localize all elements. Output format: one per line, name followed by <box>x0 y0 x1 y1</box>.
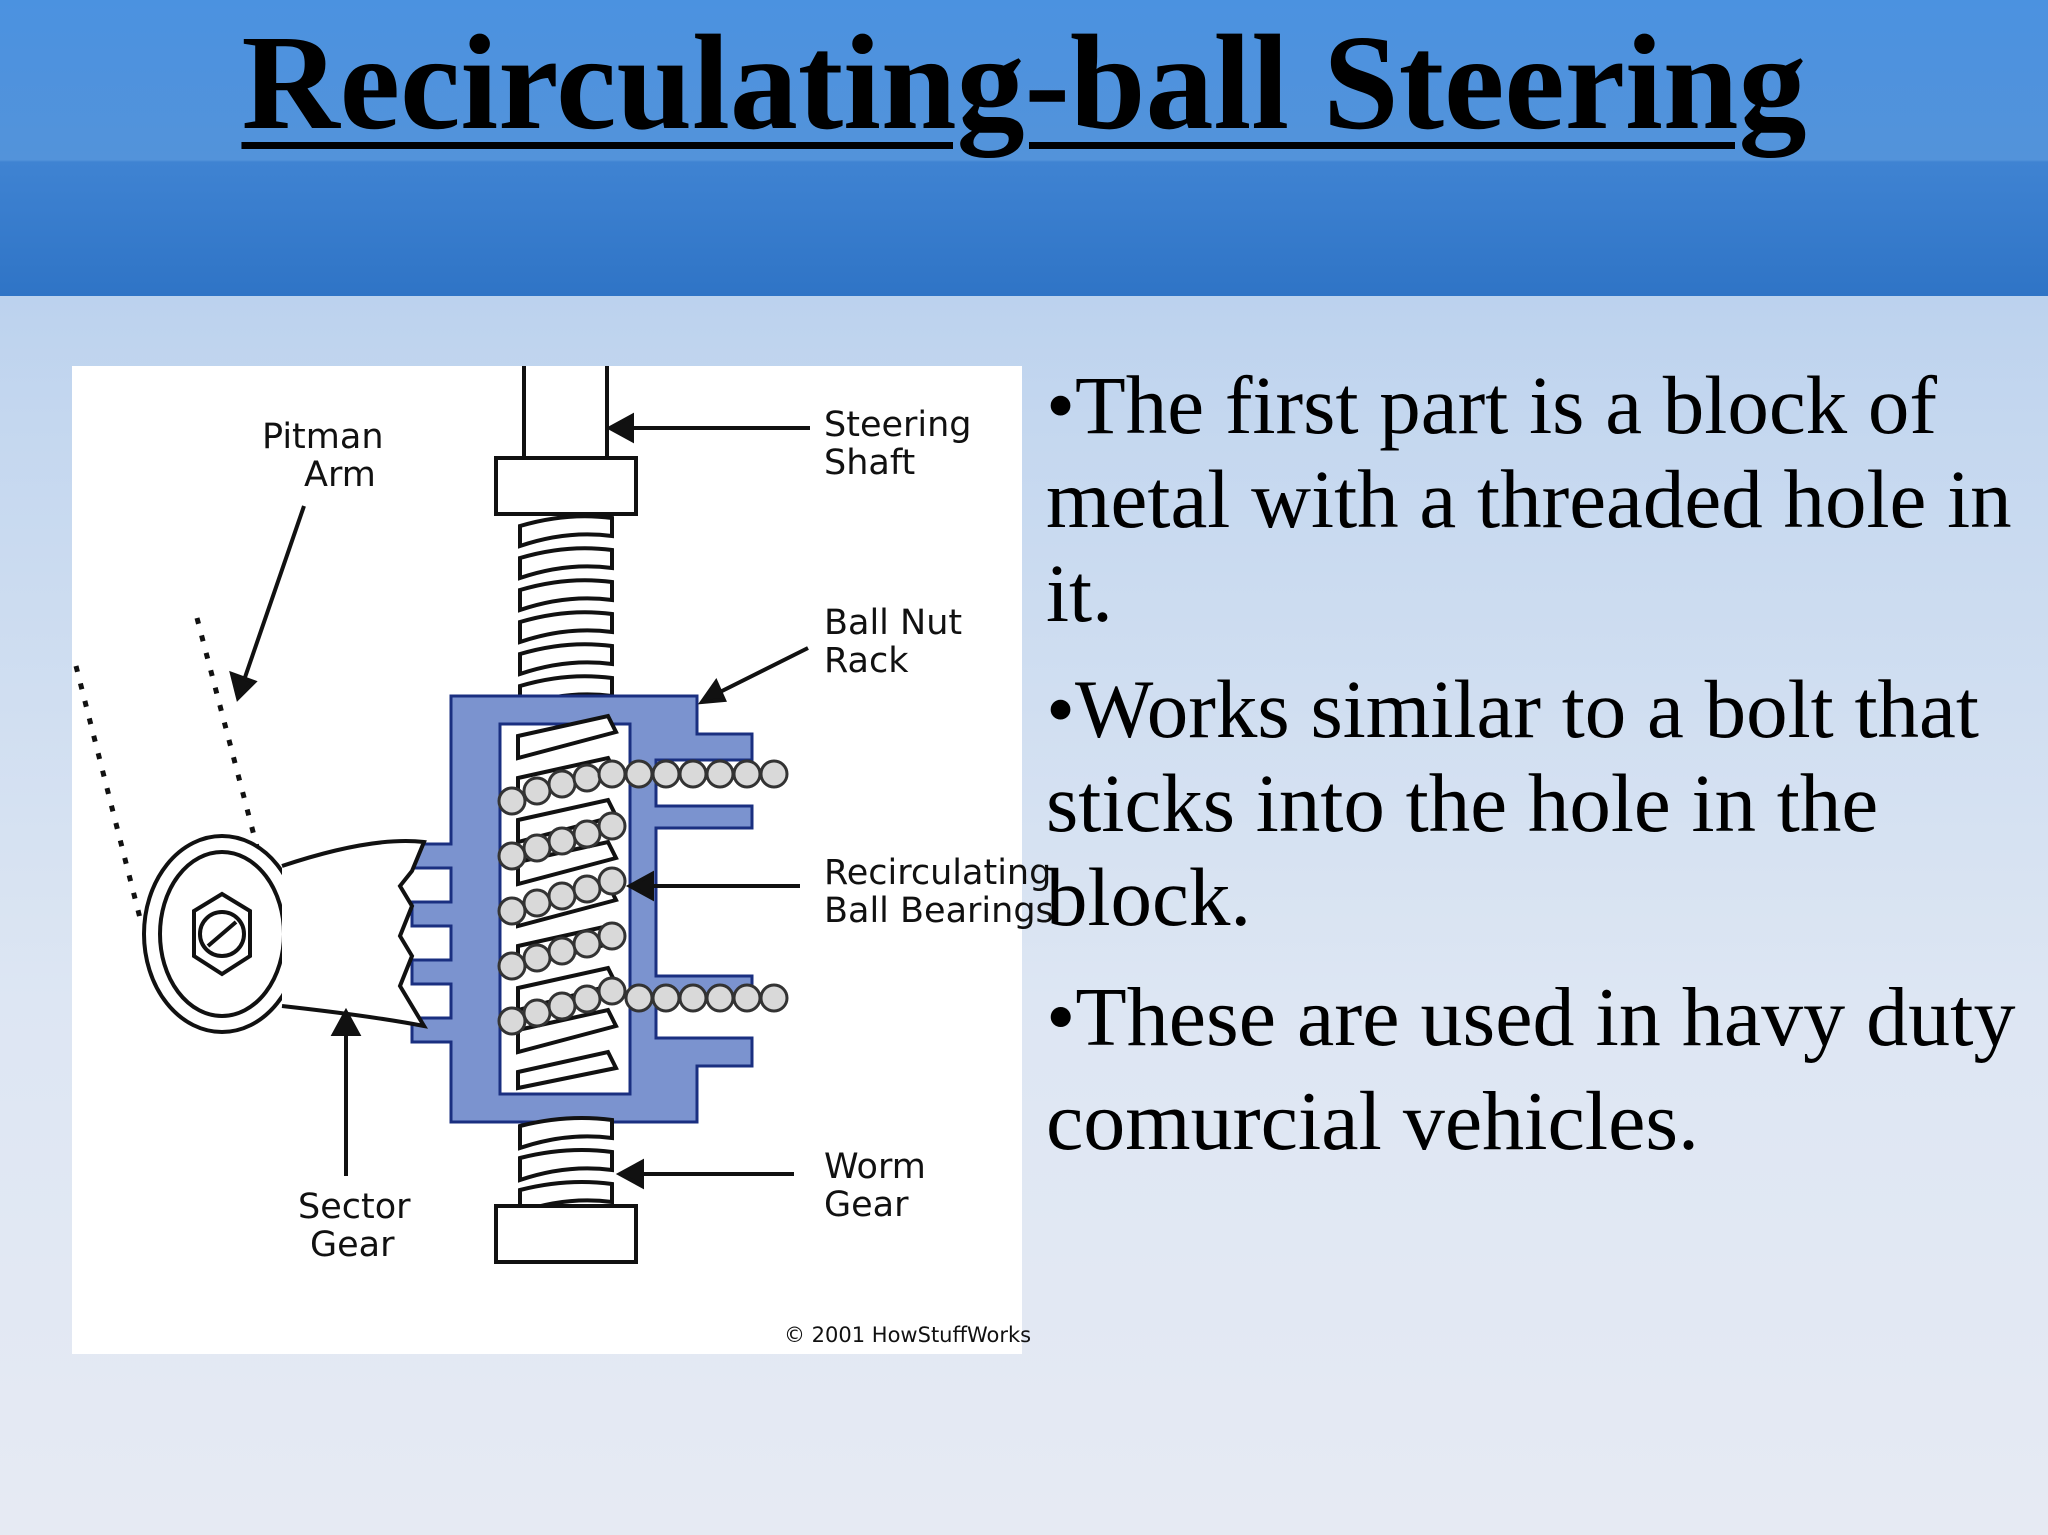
swing-line-right <box>194 617 265 867</box>
label-steering-shaft-2: Shaft <box>824 443 915 483</box>
label-bearings-1: Recirculating <box>824 853 1051 893</box>
bullet-item: •Works similar to a bolt that sticks int… <box>1046 663 1979 943</box>
ball-bearings <box>497 759 789 1036</box>
label-ball-nut-2: Rack <box>824 641 909 681</box>
steering-diagram: Pitman Arm Steering Shaft Ball Nut Rack … <box>72 366 1054 1354</box>
worm-gear <box>494 1116 638 1264</box>
label-pitman-arm-2: Arm <box>304 455 376 495</box>
label-bearings-2: Ball Bearings <box>824 891 1054 931</box>
sector-gear <box>142 834 429 1034</box>
bullet-item: •These are used in havy duty comurcial v… <box>1046 971 2016 1168</box>
slide-header-band <box>0 0 2048 296</box>
slide-title: Recirculating-ball Steering <box>241 8 1807 158</box>
worm-threads-upper <box>518 514 614 709</box>
figure-credit: © 2001 HowStuffWorks <box>784 1323 1031 1347</box>
steering-diagram-svg: Pitman Arm Steering Shaft Ball Nut Rack … <box>73 366 1054 1347</box>
label-sector-gear-1: Sector <box>298 1187 411 1227</box>
bullet-list: •The first part is a block of metal with… <box>1046 358 2036 1196</box>
label-pitman-arm-1: Pitman <box>262 417 384 457</box>
label-ball-nut-1: Ball Nut <box>824 603 962 643</box>
label-sector-gear-2: Gear <box>310 1225 395 1265</box>
steering-shaft <box>494 366 638 516</box>
swing-line-left <box>73 665 145 927</box>
label-worm-gear-2: Gear <box>824 1185 909 1225</box>
label-arrows <box>229 412 810 1190</box>
label-steering-shaft-1: Steering <box>824 405 972 445</box>
bullet-item: •The first part is a block of metal with… <box>1046 359 2012 639</box>
label-worm-gear-1: Worm <box>824 1147 926 1187</box>
